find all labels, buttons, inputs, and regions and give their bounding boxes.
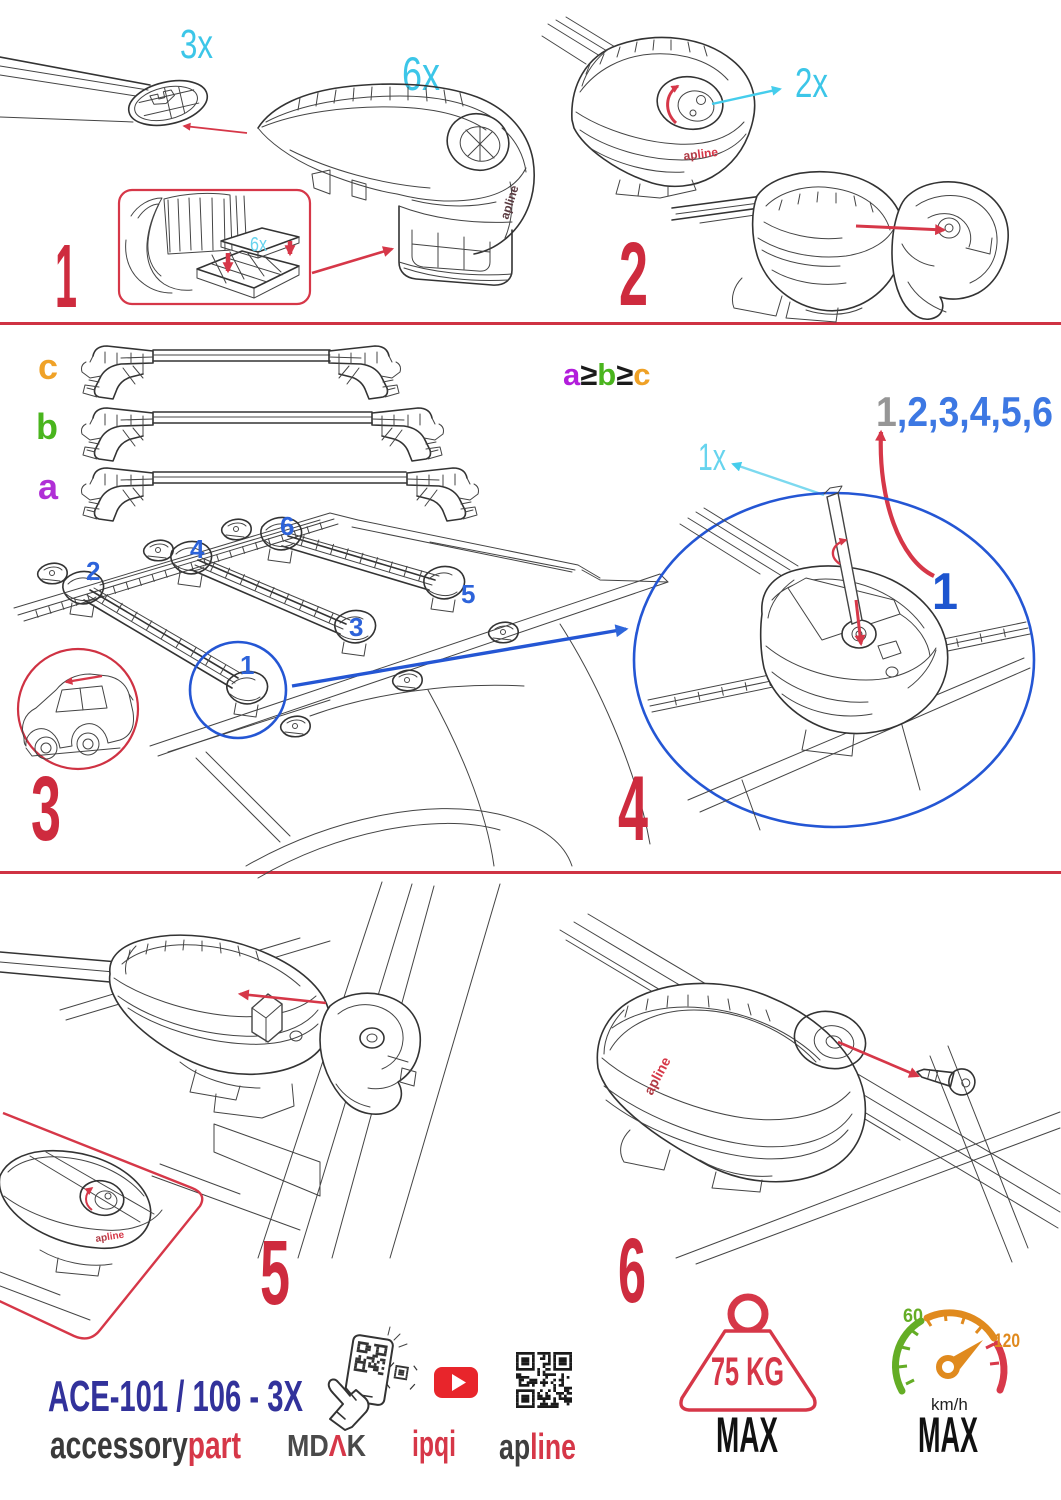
svg-text:b: b [36, 406, 58, 447]
svg-text:a: a [38, 466, 59, 507]
svg-text:3x: 3x [180, 21, 213, 67]
svg-text:accessorypart: accessorypart [50, 1425, 241, 1467]
svg-text:120: 120 [994, 1331, 1020, 1352]
svg-text:MAX: MAX [918, 1407, 978, 1463]
svg-text:2: 2 [619, 225, 648, 325]
svg-text:ipqi: ipqi [412, 1423, 456, 1464]
svg-text:2: 2 [86, 556, 100, 586]
svg-text:5: 5 [260, 1222, 290, 1324]
svg-text:6: 6 [618, 1220, 646, 1322]
svg-text:4: 4 [190, 534, 205, 564]
svg-text:1,2,3,4,5,6: 1,2,3,4,5,6 [876, 388, 1053, 435]
svg-text:2x: 2x [795, 59, 828, 106]
svg-text:3: 3 [31, 758, 61, 860]
svg-text:3: 3 [349, 612, 363, 642]
svg-text:6: 6 [280, 511, 294, 541]
svg-text:75 KG: 75 KG [711, 1350, 784, 1394]
svg-text:apline: apline [95, 1230, 126, 1245]
svg-text:1: 1 [55, 227, 77, 327]
svg-text:apline: apline [499, 1426, 576, 1467]
svg-text:60: 60 [903, 1306, 923, 1327]
svg-text:MAX: MAX [716, 1407, 778, 1463]
svg-text:1: 1 [932, 563, 958, 621]
svg-text:MDΛK: MDΛK [287, 1428, 367, 1463]
svg-text:apline: apline [683, 145, 719, 163]
svg-text:ACE-101 / 106 - 3X: ACE-101 / 106 - 3X [48, 1372, 303, 1421]
svg-text:5: 5 [461, 579, 475, 609]
svg-text:c: c [38, 346, 58, 387]
svg-text:4: 4 [618, 758, 648, 860]
svg-text:6x: 6x [250, 234, 267, 256]
svg-text:km/h: km/h [931, 1395, 968, 1414]
svg-text:a≥b≥c: a≥b≥c [563, 357, 650, 392]
svg-text:1x: 1x [698, 437, 726, 479]
svg-text:1: 1 [240, 650, 254, 680]
